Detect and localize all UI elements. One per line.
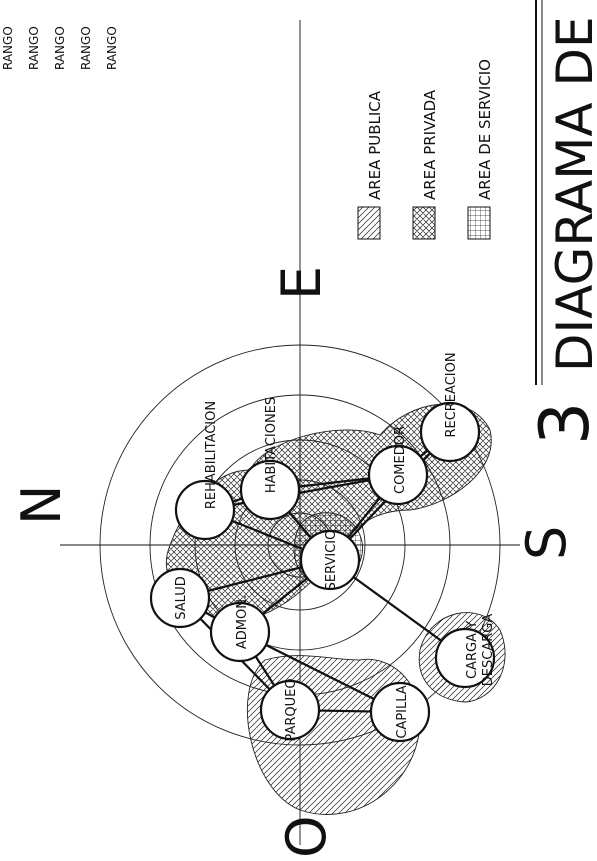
legend-item-service: AREA DE SERVICIO [467,59,494,240]
north-label: N [10,485,73,525]
node-circle [174,479,236,541]
node-servicio: SERVICIO [299,529,361,591]
relation-line [204,473,399,512]
node-capilla: CAPILLA [369,681,431,743]
node-label: REHABILITACION [204,401,219,509]
rango-label: RANGO [53,26,67,70]
legend-item-public: AREA PUBLICA [357,90,384,240]
service-area-swatch [467,206,491,240]
node-label: CAPILLA [395,685,410,738]
node-rehabilitacion: REHABILITACION [174,401,236,541]
east-label: E [270,266,333,300]
node-label: SALUD [174,576,189,620]
node-label: PARQUEO [284,678,299,741]
node-circle [369,681,431,743]
node-label: COMEDOR [393,426,408,494]
rango-label: RANGO [27,26,41,70]
rango-label: RANGO [79,26,93,70]
node-circle [367,444,429,506]
compass-letters: N E S O [10,266,578,858]
private-area-swatch [412,206,436,240]
node-circle [259,679,321,741]
legend: AREA PUBLICA AREA PRIVADA AREA DE SERVIC… [357,59,494,240]
node-label: ADMON. [235,595,250,649]
node-habitaciones: HABITACIONES [239,397,301,521]
node-carga-descarga: CARGA Y DESCARGA [434,614,496,689]
node-circle [209,601,271,663]
rango-label: RANGO [1,26,15,70]
node-label: SERVICIO [324,530,339,591]
node-circle [149,567,211,629]
rango-label: RANGO [105,26,119,70]
west-label: O [275,815,338,858]
node-label: CARGA Y [465,621,480,679]
node-admon: ADMON. [209,595,271,663]
node-comedor: COMEDOR [367,426,429,506]
public-area-swatch [357,206,381,240]
nodes: SALUD REHABILITACION HABITACIONES COMEDO… [149,352,496,743]
node-label-line2: DESCARGA [481,614,496,687]
node-circle [434,627,496,689]
title-block: DIAGRAMA DE RE 3 [526,0,597,445]
node-circle [239,459,301,521]
title-number: 3 [526,402,597,445]
node-recreacion: RECREACION [419,352,481,463]
node-salud: SALUD [149,567,211,629]
legend-label: AREA PUBLICA [366,90,384,200]
node-parqueo: PARQUEO [259,678,321,742]
node-circle [299,529,361,591]
south-label: S [515,526,578,560]
rango-labels: RANGO RANGO RANGO RANGO RANGO [1,26,119,70]
legend-label: AREA DE SERVICIO [476,59,494,200]
legend-item-private: AREA PRIVADA [412,89,439,240]
legend-label: AREA PRIVADA [421,89,439,200]
node-circle [419,401,481,463]
title-text: DIAGRAMA DE RE [546,0,597,372]
node-label: RECREACION [444,352,459,437]
node-label: HABITACIONES [264,397,279,493]
